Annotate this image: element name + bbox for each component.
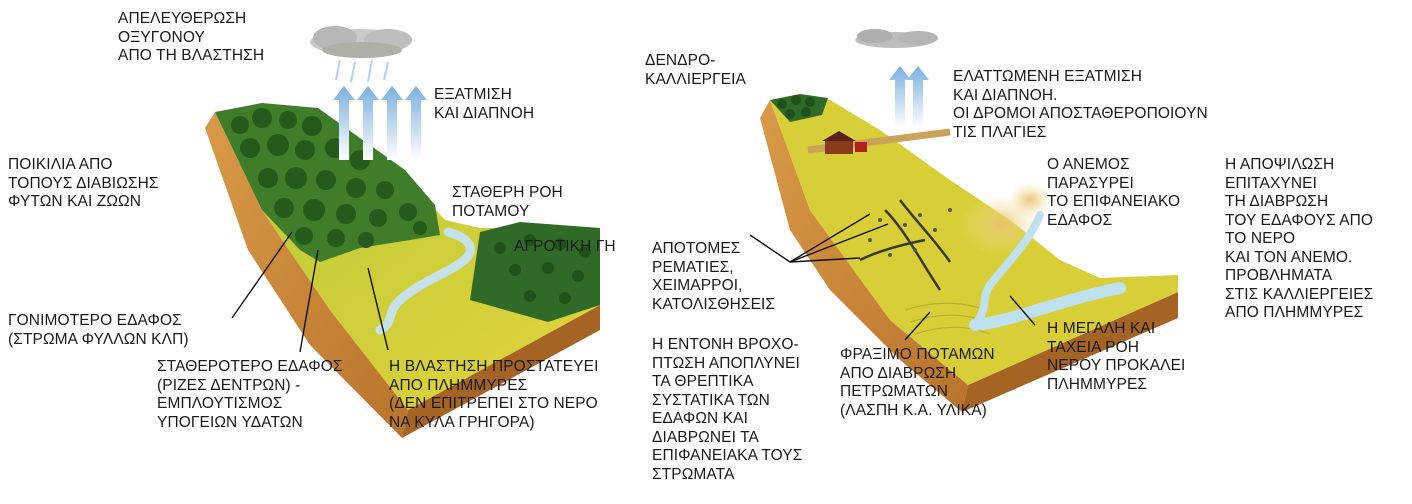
label-farmland: ΑΓΡΟΤΙΚΗ ΓΗ bbox=[514, 238, 616, 257]
label-flood-protection: Η ΒΛΑΣΤΗΣΗ ΠΡΟΣΤΑΤΕΥΕΙ ΑΠΟ ΠΛΗΜΜΥΡΕΣ (ΔΕ… bbox=[389, 358, 599, 432]
evaporation-arrows bbox=[889, 66, 929, 128]
label-wind: Ο ΑΝΕΜΟΣ ΠΑΡΑΣΥΡΕΙ ΤΟ ΕΠΙΦΑΝΕΙΑΚΟ ΕΔΑΦΟΣ bbox=[1047, 156, 1180, 230]
cloud-icon bbox=[855, 29, 938, 48]
label-stable-soil: ΣΤΑΘΕΡΟΤΕΡΟ ΕΔΑΦΟΣ (ΡΙΖΕΣ ΔΕΝΤΡΩΝ) - ΕΜΠ… bbox=[157, 358, 343, 432]
label-fast-flow: Η ΜΕΓΑΛΗ ΚΑΙ ΤΑΧΕΙΑ ΡΟΗ ΝΕΡΟΥ ΠΡΟΚΑΛΕΙ Π… bbox=[1047, 320, 1185, 394]
rain-icon bbox=[336, 60, 388, 82]
label-fertile-soil: ΓΟΝΙΜΟΤΕΡΟ ΕΔΑΦΟΣ (ΣΤΡΩΜΑ ΦΥΛΛΩΝ ΚΛΠ) bbox=[8, 312, 189, 349]
label-reduced-evaporation: ΕΛΑΤΤΩΜΕΝΗ ΕΞΑΤΜΙΣΗ ΚΑΙ ΔΙΑΠΝΟΗ. ΟΙ ΔΡΟΜ… bbox=[953, 68, 1208, 142]
label-heavy-rain: Η ΕΝΤΟΝΗ ΒΡΟΧΟ- ΠΤΩΣΗ ΑΠΟΠΛΥΝΕΙ ΤΑ ΘΡΕΠΤ… bbox=[652, 336, 802, 484]
label-deforestation: Η ΑΠΟΨΙΛΩΣΗ ΕΠΙΤΑΧΥΝΕΙ ΤΗ ΔΙΑΒΡΩΣΗ ΤΟΥ Ε… bbox=[1225, 156, 1373, 323]
label-evaporation: ΕΞΑΤΜΙΣΗ ΚΑΙ ΔΙΑΠΝΟΗ bbox=[434, 86, 534, 123]
label-steady-flow: ΣΤΑΘΕΡΗ ΡΟΗ ΠΟΤΑΜΟΥ bbox=[452, 184, 563, 221]
label-river-blocking: ΦΡΑΞΙΜΟ ΠΟΤΑΜΩΝ ΑΠΟ ΔΙΑΒΡΩΣΗ ΠΕΤΡΩΜΑΤΩΝ … bbox=[840, 346, 995, 420]
label-tree-farming: ΔΕΝΔΡΟ- ΚΑΛΛΙΕΡΓΕΙΑ bbox=[645, 52, 746, 89]
label-ravines: ΑΠΟΤΟΜΕΣ ΡΕΜΑΤΙΕΣ, ΧΕΙΜΑΡΡΟΙ, ΚΑΤΟΛΙΣΘΗΣ… bbox=[652, 240, 775, 314]
cloud-icon bbox=[310, 26, 412, 58]
label-habitats: ΠΟΙΚΙΛΙΑ ΑΠΟ ΤΟΠΟΥΣ ΔΙΑΒΙΩΣΗΣ ΦΥΤΩΝ ΚΑΙ … bbox=[8, 156, 159, 212]
label-oxygen-release: ΑΠΕΛΕΥΘΕΡΩΣΗ ΟΞΥΓΟΝΟΥ ΑΠΟ ΤΗ ΒΛΑΣΤΗΣΗ bbox=[118, 10, 264, 66]
evaporation-arrows bbox=[333, 86, 427, 160]
